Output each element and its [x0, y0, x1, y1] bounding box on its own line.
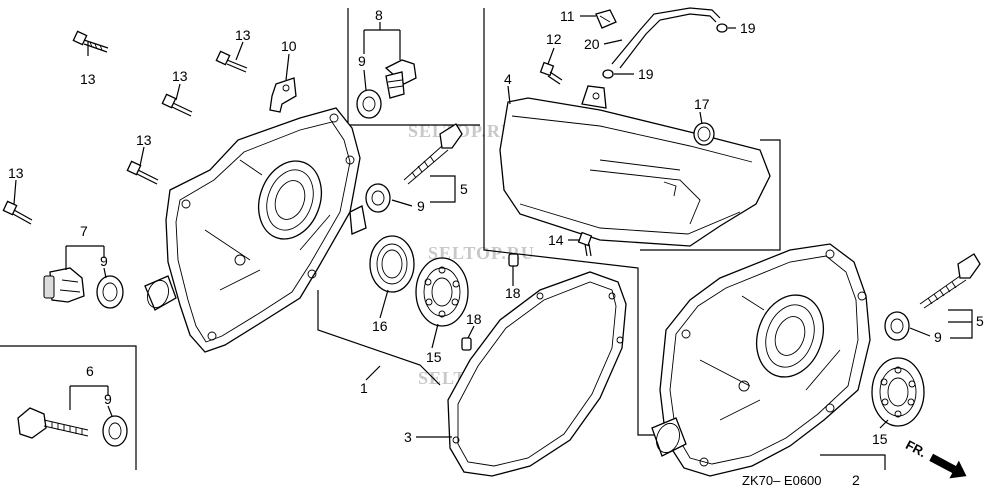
callout-13: 13 [80, 71, 96, 87]
callout-6: 6 [86, 363, 94, 379]
callout-9: 9 [104, 391, 112, 407]
callout-5: 5 [976, 313, 984, 329]
watermark-1: SELTOP.RU [408, 121, 515, 141]
washer-9-dipstick-6 [102, 415, 128, 447]
diagram-code: ZK70– E0600 [742, 473, 822, 488]
callout-labels: 13 13 13 13 13 10 7 9 6 9 8 9 5 9 16 15 … [8, 7, 984, 488]
washer-9-center [365, 183, 391, 213]
callout-2: 2 [852, 472, 860, 488]
gasket-3 [447, 271, 627, 477]
clip-19-a [716, 23, 728, 33]
washer-9-right [884, 311, 910, 341]
callout-4: 4 [504, 71, 512, 87]
watermark-2: SELTOP.RU [428, 243, 535, 263]
bearing-15-center [415, 257, 469, 327]
callout-18: 18 [505, 285, 521, 301]
dowel-pin-18-a [508, 253, 519, 267]
callout-7: 7 [80, 223, 88, 239]
washer-9-seal-8 [356, 89, 382, 119]
callout-9: 9 [417, 198, 425, 214]
leader-lines [13, 15, 973, 438]
callout-9: 9 [934, 329, 942, 345]
bolt-13-d [126, 160, 159, 185]
breather-tube-20 [611, 7, 721, 69]
o-ring-17 [693, 122, 715, 146]
callout-13: 13 [172, 68, 188, 84]
callout-17: 17 [694, 96, 710, 112]
dipstick-6 [17, 407, 89, 439]
clip-11 [595, 9, 617, 29]
bracket-10 [269, 77, 297, 113]
callout-14: 14 [548, 232, 564, 248]
bearing-15-right [871, 357, 925, 427]
plug-8 [384, 59, 417, 99]
callout-19: 19 [638, 66, 654, 82]
washer-9-plug-7 [96, 275, 124, 309]
drain-plug-7 [43, 267, 85, 303]
callout-8: 8 [375, 7, 383, 23]
dipstick-5-center [403, 123, 463, 185]
front-label: FR. [903, 437, 929, 460]
callout-10: 10 [281, 38, 297, 54]
callout-9: 9 [100, 253, 108, 269]
callout-11: 11 [560, 8, 575, 24]
callout-18: 18 [466, 311, 482, 327]
front-arrow-icon [929, 453, 967, 479]
bolt-14 [577, 231, 593, 257]
bolt-13-c [161, 93, 193, 117]
callout-13: 13 [136, 132, 152, 148]
callout-13: 13 [235, 27, 251, 43]
callout-9: 9 [358, 53, 366, 69]
oil-tank-4 [499, 85, 771, 247]
front-arrow: FR. [903, 437, 967, 479]
bolt-13-e [2, 200, 33, 225]
crankcase-cover-left [144, 107, 367, 353]
dowel-pin-18-b [461, 337, 472, 351]
callout-19: 19 [740, 20, 756, 36]
callout-16: 16 [372, 318, 388, 334]
clip-19-b [602, 69, 614, 79]
callout-20: 20 [584, 36, 600, 52]
bolt-13-b [215, 50, 248, 73]
callout-12: 12 [546, 31, 562, 47]
oil-seal-16 [369, 235, 415, 293]
callout-15: 15 [426, 349, 442, 365]
callout-3: 3 [404, 429, 412, 445]
dipstick-5-right [919, 253, 981, 309]
bolt-12 [539, 61, 563, 85]
callout-1: 1 [360, 380, 368, 396]
bolt-13-a [72, 30, 109, 53]
callout-13: 13 [8, 165, 24, 181]
callout-5: 5 [460, 181, 468, 197]
callout-15: 15 [872, 431, 888, 447]
crankcase-cover-right [651, 243, 871, 477]
